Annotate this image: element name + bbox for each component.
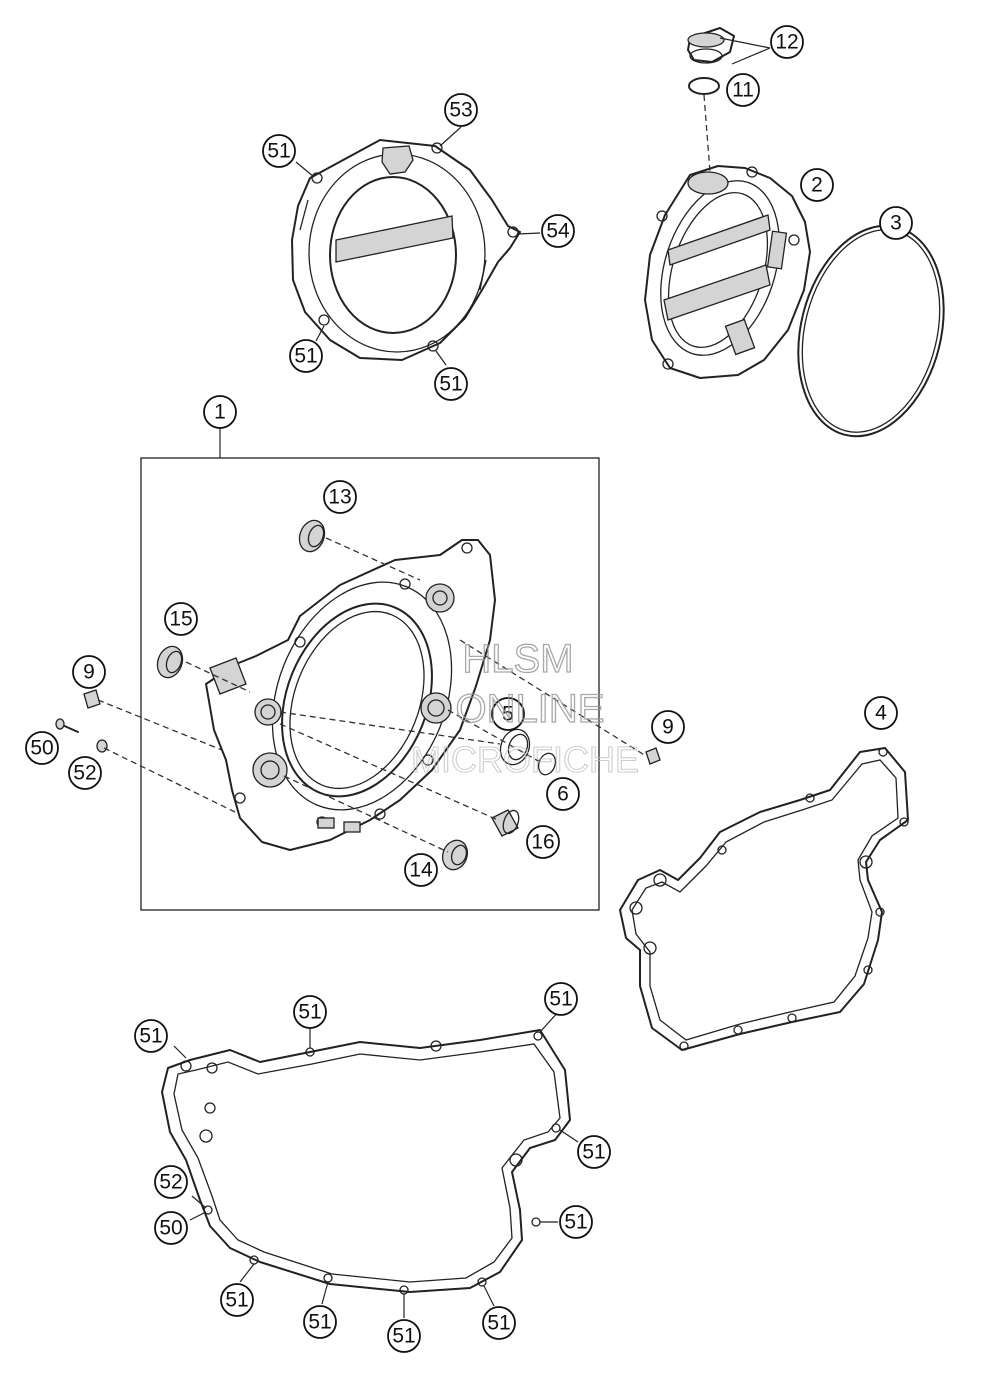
- shaft-seal-15: [156, 645, 184, 679]
- callout-50-left: 50: [25, 731, 59, 765]
- callout-51-cover-top: 51: [262, 134, 296, 168]
- o-ring: [688, 77, 720, 95]
- callout-51-gasket-bottom-4: 51: [482, 1306, 516, 1340]
- callout-52-left: 52: [68, 756, 102, 790]
- svg-text:2: 2: [811, 174, 823, 197]
- filler-plug: [687, 27, 735, 64]
- watermark-line-2: ONLINE: [456, 687, 605, 731]
- leader-lines: [173, 37, 771, 1318]
- dowel-pin-9-left: [83, 689, 101, 709]
- svg-text:50: 50: [159, 1217, 182, 1240]
- svg-text:13: 13: [328, 486, 351, 509]
- callout-13: 13: [323, 480, 357, 514]
- callout-51-gasket-right-lower: 51: [559, 1205, 593, 1239]
- callout-4: 4: [864, 696, 898, 730]
- inner-cover-gasket-inner: [173, 1043, 561, 1283]
- assembly-box: [140, 457, 600, 911]
- callout-3: 3: [879, 206, 913, 240]
- callout-51-cover-bottom: 51: [434, 367, 468, 401]
- svg-text:4: 4: [875, 702, 887, 725]
- svg-text:16: 16: [531, 831, 554, 854]
- svg-text:51: 51: [308, 1311, 331, 1334]
- watermark: HLSM ONLINE MICROFICHE: [410, 636, 639, 780]
- assembly-line-plug: [703, 94, 711, 173]
- gasket-4-holes: [629, 747, 909, 1051]
- svg-text:51: 51: [582, 1141, 605, 1164]
- svg-text:5: 5: [502, 703, 514, 726]
- svg-text:51: 51: [225, 1289, 248, 1312]
- watermark-line-1: HLSM: [462, 637, 573, 681]
- callout-51-cover-left: 51: [289, 339, 323, 373]
- svg-text:51: 51: [298, 1001, 321, 1024]
- callout-11: 11: [726, 73, 760, 107]
- clutch-cover-gasket: [619, 747, 909, 1051]
- svg-text:51: 51: [267, 140, 290, 163]
- svg-text:50: 50: [30, 737, 53, 760]
- callout-15: 15: [164, 602, 198, 636]
- svg-text:1: 1: [214, 401, 226, 424]
- callout-52-bottom: 52: [154, 1165, 188, 1199]
- inner-cover-gasket: [161, 1029, 571, 1293]
- callout-6: 6: [546, 777, 580, 811]
- svg-text:51: 51: [487, 1312, 510, 1335]
- svg-text:14: 14: [409, 859, 433, 882]
- watermark-line-3: MICROFICHE: [411, 739, 639, 780]
- svg-text:6: 6: [557, 783, 569, 806]
- callout-5: 5: [491, 697, 525, 731]
- assembly-lines: [97, 537, 647, 853]
- callout-12: 12: [770, 25, 804, 59]
- callout-54: 54: [541, 214, 575, 248]
- cover-gasket-ring: [797, 224, 945, 438]
- svg-text:11: 11: [732, 79, 754, 102]
- shaft-seal-13: [298, 519, 326, 553]
- svg-text:54: 54: [546, 220, 570, 243]
- callout-51-gasket-bottom-2: 51: [303, 1305, 337, 1339]
- inner-clutch-cover: [205, 539, 496, 851]
- callout-53: 53: [444, 93, 478, 127]
- svg-text:52: 52: [73, 762, 96, 785]
- svg-text:9: 9: [83, 661, 95, 684]
- callout-16: 16: [526, 825, 560, 859]
- callout-51-gasket-top: 51: [293, 995, 327, 1029]
- svg-text:12: 12: [775, 31, 798, 54]
- seal-ring-5: [499, 728, 531, 766]
- dowel-pin-9-right: [645, 747, 661, 765]
- callout-2: 2: [800, 168, 834, 202]
- clutch-cover-gasket-inner: [631, 759, 899, 1041]
- gasket-bottom-holes: [180, 1031, 561, 1295]
- callout-9-right: 9: [651, 710, 685, 744]
- clutch-cover: [644, 165, 811, 379]
- outer-clutch-cover: [291, 139, 521, 361]
- washer-52: [96, 739, 108, 753]
- callout-9-left: 9: [72, 655, 106, 689]
- svg-text:52: 52: [159, 1171, 182, 1194]
- svg-text:51: 51: [549, 988, 572, 1011]
- svg-text:51: 51: [294, 345, 317, 368]
- svg-text:3: 3: [890, 212, 902, 235]
- callout-1: 1: [203, 395, 237, 429]
- callout-51-gasket-bottom-3: 51: [387, 1319, 421, 1353]
- svg-text:51: 51: [564, 1211, 587, 1234]
- screw-50: [55, 718, 79, 733]
- callout-50-bottom: 50: [154, 1211, 188, 1245]
- callout-14: 14: [404, 853, 438, 887]
- svg-text:53: 53: [449, 99, 472, 122]
- callout-51-gasket-top-left: 51: [134, 1019, 168, 1053]
- svg-text:51: 51: [439, 373, 462, 396]
- needle-bearing-16: [491, 809, 520, 837]
- svg-text:15: 15: [169, 608, 192, 631]
- callout-51-gasket-top-right: 51: [544, 982, 578, 1016]
- svg-text:51: 51: [392, 1325, 415, 1348]
- seal-ring-14: [441, 839, 469, 871]
- svg-text:51: 51: [139, 1025, 162, 1048]
- svg-text:9: 9: [662, 716, 674, 739]
- callout-51-gasket-right: 51: [577, 1135, 611, 1169]
- callout-51-gasket-bottom-1: 51: [220, 1283, 254, 1317]
